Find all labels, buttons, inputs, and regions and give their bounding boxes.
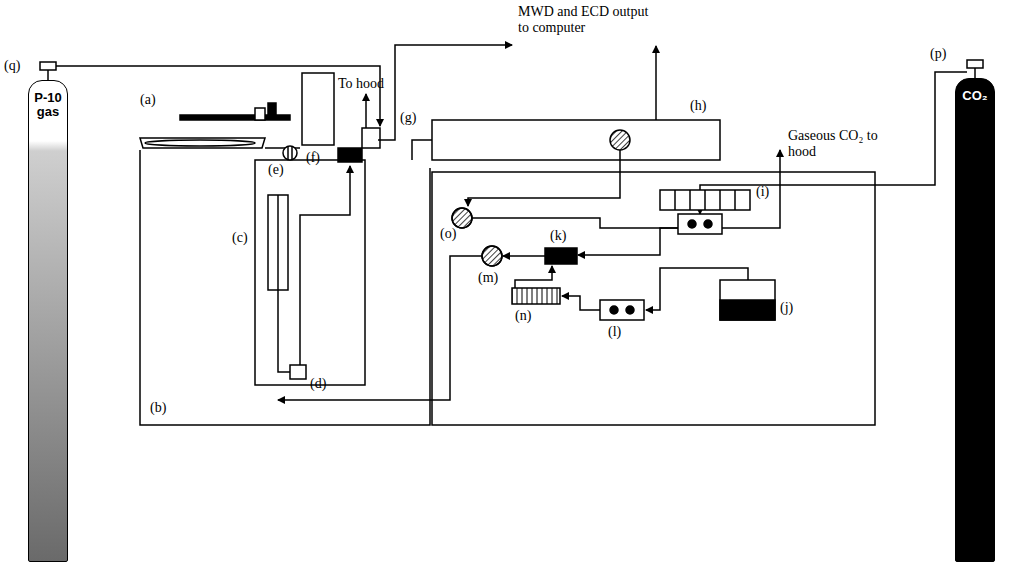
callout-letter: (g) xyxy=(400,110,416,126)
callout-letter: (i) xyxy=(756,184,769,200)
callout-letter: (b) xyxy=(150,400,166,416)
callout-letter: (p) xyxy=(930,46,946,62)
callout-letter: (h) xyxy=(690,98,706,114)
callout-letter: (f) xyxy=(306,150,320,166)
flow-note: To hood xyxy=(338,76,384,92)
callout-letter: (k) xyxy=(550,228,566,244)
flow-note: Gaseous CO₂ to hood xyxy=(788,128,878,160)
callout-letter: (l) xyxy=(608,324,621,340)
gas-cylinder: CO₂ xyxy=(955,78,995,562)
callout-letter: (d) xyxy=(310,376,326,392)
cylinder-label: CO₂ xyxy=(956,89,994,103)
gas-cylinder: P-10 gas xyxy=(28,80,68,562)
callout-letter: (o) xyxy=(440,226,456,242)
callout-letter: (a) xyxy=(140,92,156,108)
flow-note: MWD and ECD output to computer xyxy=(518,4,654,36)
callout-letter: (c) xyxy=(232,230,248,246)
callout-letter: (n) xyxy=(515,308,531,324)
callout-letter: (j) xyxy=(780,300,793,316)
cylinder-label: P-10 gas xyxy=(29,91,67,120)
callout-letter: (e) xyxy=(268,162,284,178)
callout-letter: (q) xyxy=(4,58,20,74)
callout-letter: (m) xyxy=(478,270,498,286)
